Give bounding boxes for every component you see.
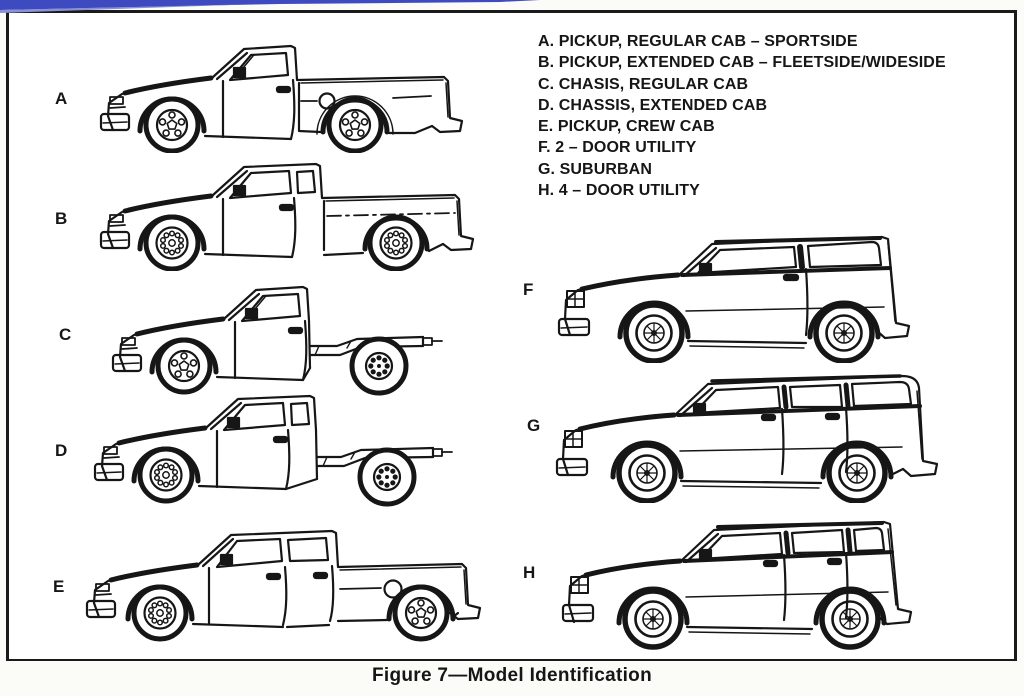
mirror-detail [698,262,713,276]
legend: A. PICKUP, REGULAR CAB – SPORTSIDE B. PI… [538,31,1008,201]
mirror-detail [692,402,707,416]
vehicle-label-c: C [59,325,72,344]
vehicle-label-e: E [53,577,65,596]
vehicle-label-d: D [55,441,68,460]
vehicle-d-chassis-extended-cab-drawing [93,394,453,507]
vehicle-label-g: G [527,416,541,435]
legend-item-e: E. PICKUP, CREW CAB [538,118,715,136]
door-handle-detail [272,435,289,444]
mirror-detail [244,307,259,320]
vehicle-f-two-door-utility-drawing [557,235,911,363]
door-handle-detail [826,557,843,566]
vehicle-label-h: H [523,563,536,582]
door-handle-detail [824,412,841,421]
vehicle-label-f: F [523,280,534,299]
vehicle-a-pickup-regular-cab-sportside-drawing [99,44,464,153]
legend-item-f: F. 2 – DOOR UTILITY [538,139,697,157]
figure-border-box: A B C D E F G H A. PICKUP, REGULAR CAB –… [6,10,1017,661]
door-handle-detail [312,571,329,580]
door-handle-detail [278,203,295,212]
door-handle-detail [287,326,304,335]
mirror-detail [226,416,241,429]
door-handle-detail [782,273,800,282]
legend-item-h: H. 4 – DOOR UTILITY [538,182,700,200]
vehicle-b-pickup-extended-cab-fleetside-drawing [99,162,475,271]
legend-item-d: D. CHASSIS, EXTENDED CAB [538,96,768,114]
door-handle-detail [275,85,292,94]
vehicle-h-four-door-utility-drawing [561,520,913,650]
door-handle-detail [762,559,779,568]
legend-item-a: A. PICKUP, REGULAR CAB – SPORTSIDE [538,33,858,50]
mirror-detail [232,184,247,197]
mirror-detail [232,66,247,79]
door-handle-detail [265,572,282,581]
vehicle-label-b: B [55,209,68,228]
legend-item-g: G. SUBURBAN [538,160,652,178]
legend-item-b: B. PICKUP, EXTENDED CAB – FLEETSIDE/WIDE… [538,54,946,72]
mirror-detail [219,553,234,566]
vehicle-label-a: A [55,89,68,108]
legend-item-c: C. CHASIS, REGULAR CAB [538,75,749,93]
door-handle-detail [760,413,777,422]
scan-artifact-blue-streak [0,0,540,13]
mirror-detail [698,548,713,562]
vehicle-c-chassis-regular-cab-drawing [111,285,443,396]
figure-caption: Figure 7—Model Identification [372,665,652,686]
vehicle-g-suburban-drawing [555,374,939,503]
vehicle-e-pickup-crew-cab-drawing [85,529,482,644]
